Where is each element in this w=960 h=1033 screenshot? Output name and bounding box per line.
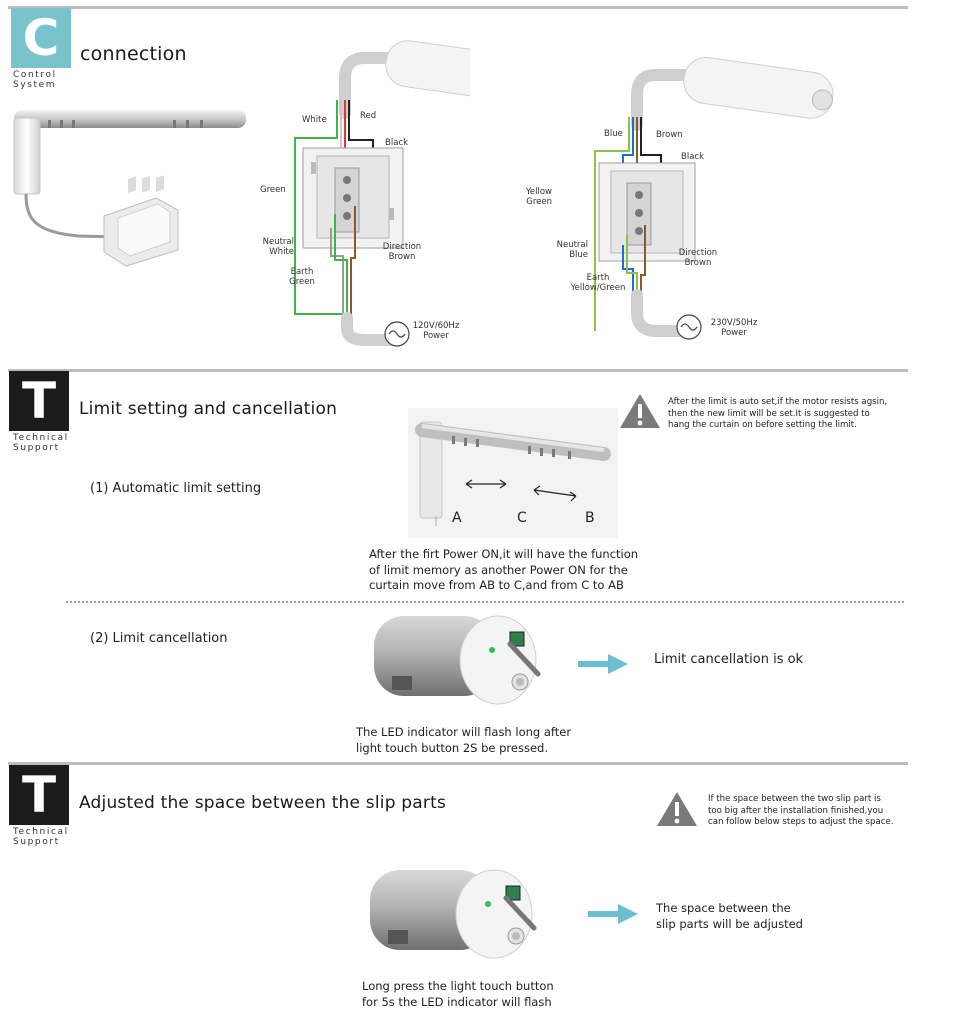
warning-line: hang the curtain on before setting the l… xyxy=(668,420,857,430)
power-text: Power xyxy=(423,331,449,341)
top-rule xyxy=(8,6,908,9)
green-text: Green xyxy=(526,197,552,207)
result-line: slip parts will be adjusted xyxy=(656,916,803,931)
section-title-space: Adjusted the space between the slip part… xyxy=(79,793,447,813)
neutral-label-120: Neutral White xyxy=(258,237,294,257)
yellow-text: Yellow xyxy=(525,187,552,197)
limit-section-rule xyxy=(8,369,908,372)
desc-line: for 5s the LED indicator will flash xyxy=(362,994,552,1009)
power-voltage: 120V/60Hz xyxy=(412,321,460,331)
desc-line: Long press the light touch button xyxy=(362,979,554,993)
section-title-limit: Limit setting and cancellation xyxy=(79,399,338,419)
warning-icon xyxy=(657,792,697,826)
cancel-result-text: Limit cancellation is ok xyxy=(654,652,804,667)
wire-label-blue: Blue xyxy=(604,129,623,139)
arrow-right-icon xyxy=(578,654,628,674)
earth-text: Earth xyxy=(586,273,610,283)
power-label-230: 230V/50Hz Power xyxy=(704,318,764,338)
space-description: Long press the light touch button for 5s… xyxy=(362,979,554,1010)
desc-line: light touch button 2S be pressed. xyxy=(356,740,548,755)
direction-color-text: Brown xyxy=(388,252,416,262)
direction-label-120: Direction Brown xyxy=(378,242,426,262)
earth-color-text: Yellow/Green xyxy=(570,283,626,293)
warning-line: too big after the installation finished,… xyxy=(708,805,884,816)
section-letter-c: C xyxy=(11,8,71,68)
wire-label-brown: Brown xyxy=(656,130,683,140)
warning-icon xyxy=(620,394,660,428)
sub-line-2: Support xyxy=(13,837,60,847)
neutral-color-text: Blue xyxy=(569,250,588,260)
direction-text: Direction xyxy=(382,242,422,252)
motor-head-illustration xyxy=(370,869,537,959)
section-letter-t: T xyxy=(9,371,69,431)
track-label-a: A xyxy=(452,510,462,526)
warning-line: then the new limit will be set.It is sug… xyxy=(668,408,870,419)
wiring-diagram-230v xyxy=(594,56,834,340)
limit-cancel-label: (2) Limit cancellation xyxy=(90,631,228,646)
cancel-description: The LED indicator will flash long after … xyxy=(356,725,571,756)
motor-head-illustration xyxy=(374,615,541,705)
direction-label-230: Direction Brown xyxy=(674,248,722,268)
track-label-c: C xyxy=(517,510,527,526)
auto-limit-label: (1) Automatic limit setting xyxy=(90,481,262,496)
sub-line-2: System xyxy=(13,80,57,90)
earth-text: Earth xyxy=(290,267,314,277)
limit-warning-text: After the limit is auto set,if the motor… xyxy=(668,397,887,432)
track-label-b: B xyxy=(585,510,595,526)
section-title-connection: connection xyxy=(80,43,187,65)
space-section-rule xyxy=(8,762,908,765)
earth-label-230: Earth Yellow/Green xyxy=(566,273,630,293)
direction-text: Direction xyxy=(678,248,718,258)
sub-line-2: Support xyxy=(13,443,60,453)
wire-label-black-230: Black xyxy=(681,152,704,162)
power-label-120: 120V/60Hz Power xyxy=(406,321,466,341)
power-text: Power xyxy=(721,328,747,338)
earth-color-text: Green xyxy=(289,277,315,287)
neutral-label-230: Neutral Blue xyxy=(552,240,588,260)
neutral-text: Neutral xyxy=(556,240,588,250)
arrow-right-icon xyxy=(588,904,638,924)
section-letter-t: T xyxy=(9,765,69,825)
section-sub-label: Control System xyxy=(13,70,57,90)
motor-switch-illustration xyxy=(13,110,246,267)
warning-line: After the limit is auto set,if the motor… xyxy=(668,397,888,407)
wiring-diagram-120v xyxy=(294,40,470,347)
desc-line: After the firt Power ON,it will have the… xyxy=(369,547,639,561)
wire-label-red: Red xyxy=(360,111,377,121)
warning-line: If the space between the two slip part i… xyxy=(708,794,881,804)
wire-label-black: Black xyxy=(385,138,408,148)
direction-color-text: Brown xyxy=(684,258,712,268)
wire-label-white: White xyxy=(302,115,327,125)
section-sub-label: Technical Support xyxy=(13,827,69,847)
sub-line-1: Control xyxy=(13,70,57,80)
warning-line: can follow below steps to adjust the spa… xyxy=(708,817,894,827)
power-voltage: 230V/50Hz xyxy=(710,318,758,328)
space-result-text: The space between the slip parts will be… xyxy=(656,901,803,932)
wire-label-green: Green xyxy=(260,185,286,195)
track-illustration: A C B xyxy=(408,408,618,538)
dotted-divider xyxy=(66,601,904,603)
section-sub-label: Technical Support xyxy=(13,433,69,453)
desc-line: The LED indicator will flash long after xyxy=(356,725,572,739)
auto-limit-description: After the firt Power ON,it will have the… xyxy=(369,547,638,594)
neutral-color-text: White xyxy=(269,247,294,257)
yellow-green-label: Yellow Green xyxy=(516,187,552,207)
desc-line: curtain move from AB to C,and from C to … xyxy=(369,578,624,592)
result-line: The space between the xyxy=(656,901,791,915)
sub-line-1: Technical xyxy=(13,827,69,837)
space-warning-text: If the space between the two slip part i… xyxy=(708,794,893,829)
desc-line: of limit memory as another Power ON for … xyxy=(369,562,628,577)
sub-line-1: Technical xyxy=(13,433,69,443)
earth-label-120: Earth Green xyxy=(284,267,320,287)
neutral-text: Neutral xyxy=(262,237,294,247)
